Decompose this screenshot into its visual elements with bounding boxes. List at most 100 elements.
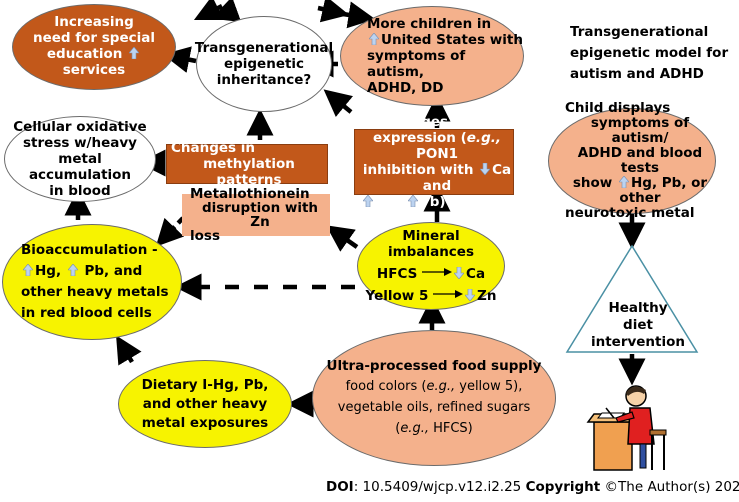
special-education-node: Increasing need for special education se… bbox=[12, 4, 176, 90]
gene-expression-node: Changes in gene expression (e.g., PON1 i… bbox=[354, 114, 514, 210]
arrow-gene-to-inheritance bbox=[323, 89, 354, 118]
node-line: show bbox=[572, 175, 617, 191]
node-line: Changes in bbox=[171, 140, 256, 156]
down-arrow-icon bbox=[479, 162, 491, 176]
node-line: Healthy bbox=[608, 300, 668, 316]
copyright-label: Copyright bbox=[525, 479, 601, 495]
node-line: HFCS) bbox=[428, 421, 473, 436]
node-line: Ca bbox=[466, 266, 486, 282]
node-line: in blood bbox=[49, 183, 111, 199]
node-line: Hg, bbox=[375, 194, 406, 210]
ultra-processed-node: Ultra-processed food supply food colors … bbox=[312, 330, 556, 466]
connector-arrows bbox=[64, 0, 646, 418]
healthy-diet-triangle bbox=[565, 244, 699, 353]
node-line: neurotoxic metal bbox=[565, 205, 695, 221]
metallothionein-node: Metallothionein disruption with Zn loss bbox=[182, 187, 330, 243]
arrow-mineral-to-metallothionein bbox=[325, 225, 359, 252]
node-line: Zn bbox=[477, 288, 497, 304]
node-line: ( bbox=[395, 421, 401, 436]
node-line: loss bbox=[190, 228, 220, 244]
healthy-diet-node: Healthy diet intervention bbox=[590, 300, 686, 351]
child-displays-node: Child displays symptoms of autism/ ADHD … bbox=[548, 101, 716, 221]
node-line: Ultra-processed food supply bbox=[326, 358, 542, 374]
methylation-node: Changes in methylation patterns bbox=[166, 140, 328, 188]
node-line: inheritance? bbox=[216, 72, 312, 88]
node-line: methylation patterns bbox=[203, 156, 295, 188]
doi-value: : 10.5409/wjcp.v12.i2.25 bbox=[353, 479, 526, 495]
node-line: Pb) bbox=[419, 194, 446, 210]
right-arrow-icon bbox=[422, 265, 453, 276]
node-line: in red blood cells bbox=[21, 305, 152, 321]
node-line: e.g., bbox=[466, 130, 501, 146]
up-arrow-icon bbox=[22, 262, 34, 277]
child-at-desk-icon bbox=[586, 385, 667, 471]
node-line: epigenetic bbox=[223, 56, 305, 72]
node-line: diet bbox=[623, 317, 653, 333]
node-line: Child displays bbox=[565, 100, 671, 116]
node-line: yellow 5), bbox=[455, 379, 523, 394]
arrow-to-special-education bbox=[162, 46, 197, 73]
node-line: Hg, bbox=[35, 263, 62, 279]
node-line: PON1 bbox=[415, 146, 459, 162]
node-line: intervention bbox=[590, 334, 686, 350]
node-line: ADHD and blood tests bbox=[577, 145, 703, 176]
node-line: Changes in gene bbox=[383, 114, 510, 130]
node-line: education bbox=[46, 46, 123, 62]
node-line: Dietary I-Hg, Pb, bbox=[141, 376, 269, 393]
node-line: food colors ( bbox=[345, 379, 427, 394]
dietary-exposure-node: Dietary I-Hg, Pb, and other heavy metal … bbox=[118, 360, 292, 448]
up-arrow-icon bbox=[362, 194, 374, 208]
up-arrow-icon bbox=[407, 194, 419, 208]
node-line: Metallothionein bbox=[190, 186, 310, 202]
node-line: e.g., bbox=[426, 379, 456, 394]
mineral-imbalances-node: Mineral imbalances HFCS Ca Yellow 5 Zn bbox=[357, 222, 505, 310]
node-line: Pb, and bbox=[84, 263, 143, 279]
node-line: Yellow 5 bbox=[365, 288, 429, 304]
arrow-top-right-2 bbox=[342, 1, 376, 29]
node-line: Ca and bbox=[422, 162, 512, 194]
node-line: Cellular oxidative bbox=[13, 119, 147, 135]
node-line: and other heavy bbox=[142, 395, 268, 412]
node-line: stress w/heavy bbox=[23, 135, 137, 151]
up-arrow-icon bbox=[67, 262, 79, 277]
node-line: other heavy metals bbox=[21, 284, 169, 300]
node-line: metal exposures bbox=[141, 414, 269, 431]
node-line: e.g., bbox=[400, 421, 429, 436]
transgenerational-inheritance-node: Transgenerational epigenetic inheritance… bbox=[194, 16, 334, 112]
node-line: Increasing bbox=[54, 14, 134, 30]
node-line: symptoms of autism, bbox=[367, 48, 466, 80]
up-arrow-icon bbox=[128, 46, 140, 60]
node-line: Mineral imbalances bbox=[387, 228, 474, 260]
node-line: HFCS bbox=[376, 266, 418, 282]
node-line: Hg, Pb, or other bbox=[619, 175, 708, 206]
more-children-node: More children in United States with symp… bbox=[340, 6, 524, 106]
node-line: vegetable oils, refined sugars bbox=[337, 400, 531, 415]
doi-label: DOI bbox=[326, 479, 354, 495]
arrow-top-right-1 bbox=[317, 0, 350, 23]
node-line: metal accumulation bbox=[28, 151, 132, 183]
arrow-top-left-1 bbox=[193, 0, 225, 21]
node-line: Bioaccumulation - bbox=[21, 242, 158, 258]
node-line: disruption with Zn bbox=[201, 200, 319, 230]
bioaccumulation-node: Bioaccumulation - Hg, Pb, and other heav… bbox=[2, 224, 182, 340]
copyright-value: ©The Author(s) 2023. bbox=[600, 479, 739, 495]
arrow-dietary-to-bio bbox=[116, 335, 142, 366]
oxidative-stress-node: Cellular oxidative stress w/heavy metal … bbox=[4, 116, 156, 202]
up-arrow-icon bbox=[618, 175, 630, 189]
down-arrow-icon bbox=[453, 266, 465, 280]
arrow-metallothionein-to-bio bbox=[155, 216, 185, 247]
node-line: Transgenerational bbox=[194, 40, 334, 56]
up-arrow-icon bbox=[368, 32, 380, 46]
node-line: ADHD, DD bbox=[367, 80, 444, 96]
node-line: need for special bbox=[32, 30, 155, 46]
node-line: United States with bbox=[381, 32, 523, 48]
node-line: inhibition with bbox=[362, 162, 479, 178]
node-line: expression ( bbox=[372, 130, 467, 146]
node-line: More children in bbox=[367, 16, 492, 32]
right-arrow-icon bbox=[433, 287, 464, 298]
node-line: services bbox=[62, 62, 126, 78]
node-line: symptoms of autism/ bbox=[590, 115, 690, 146]
arrow-top-left-2 bbox=[211, 0, 242, 23]
citation-footer: DOI: 10.5409/wjcp.v12.i2.25 Copyright ©T… bbox=[326, 479, 739, 495]
